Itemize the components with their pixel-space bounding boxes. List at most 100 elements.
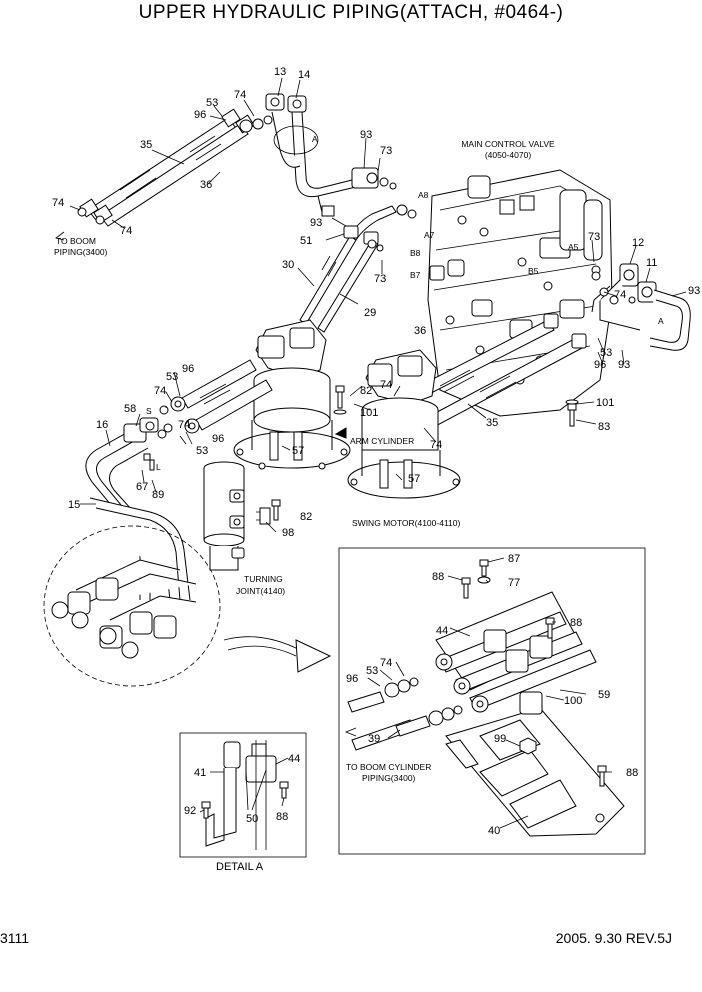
callout-labels: 13 14 74 96 53 35 36 74 74 93 73 93 51 3… xyxy=(52,66,700,837)
port-a8: A8 xyxy=(418,190,429,200)
callout-14: 14 xyxy=(298,69,310,81)
callout-96: 96 xyxy=(346,673,358,685)
callout-87: 87 xyxy=(508,553,520,565)
callout-93: 93 xyxy=(360,129,372,141)
port-a-upper: A xyxy=(312,134,318,144)
callout-16: 16 xyxy=(96,419,108,431)
callout-35: 35 xyxy=(486,417,498,429)
swing-motor-right xyxy=(347,349,461,499)
callout-53: 53 xyxy=(206,97,218,109)
callout-93: 93 xyxy=(310,217,322,229)
port-b5: B5 xyxy=(528,266,539,276)
note-to-boom-cylinder: TO BOOM CYLINDER xyxy=(346,762,431,772)
callout-74: 74 xyxy=(380,657,392,669)
callout-83: 83 xyxy=(598,421,610,433)
callout-57: 57 xyxy=(408,473,420,485)
callout-93: 93 xyxy=(618,359,630,371)
port-l: L xyxy=(156,462,161,472)
callout-40: 40 xyxy=(488,825,500,837)
callout-77: 77 xyxy=(508,577,520,589)
callout-74: 74 xyxy=(234,89,246,101)
callout-96: 96 xyxy=(594,359,606,371)
callout-59: 59 xyxy=(598,689,610,701)
swing-motor-left xyxy=(233,319,351,470)
port-a7: A7 xyxy=(424,230,435,240)
callout-35: 35 xyxy=(140,139,152,151)
detail-circle xyxy=(43,525,332,687)
callout-74: 74 xyxy=(120,225,132,237)
turning-joint xyxy=(203,461,271,571)
note-to-boom-piping: TO BOOM xyxy=(56,236,96,246)
callout-73: 73 xyxy=(374,273,386,285)
callout-39: 39 xyxy=(368,733,380,745)
callout-30: 30 xyxy=(282,259,294,271)
callout-96: 96 xyxy=(212,433,224,445)
callout-89: 89 xyxy=(152,489,164,501)
hose-assembly-35-36 xyxy=(77,108,273,227)
pipe-fittings-13-14 xyxy=(265,93,397,217)
pipe-bundle-15-16 xyxy=(85,417,191,601)
callout-36: 36 xyxy=(414,325,426,337)
callout-74: 74 xyxy=(380,379,392,391)
callout-53: 53 xyxy=(196,445,208,457)
callout-41: 41 xyxy=(194,767,206,779)
callout-98: 98 xyxy=(282,527,294,539)
note-to-boom-piping-code: PIPING(3400) xyxy=(54,247,108,257)
note-turning-joint: TURNING xyxy=(244,574,283,584)
pipes-29-30 xyxy=(299,204,417,333)
port-a-right: A xyxy=(658,316,664,326)
callout-44: 44 xyxy=(288,753,300,765)
callout-53: 53 xyxy=(366,665,378,677)
port-b7: B7 xyxy=(410,270,421,280)
callout-29: 29 xyxy=(364,307,376,319)
callout-74: 74 xyxy=(154,385,166,397)
note-main-control-valve-code: (4050-4070) xyxy=(485,150,531,160)
callout-36: 36 xyxy=(200,179,212,191)
arrow-arm-cylinder xyxy=(334,427,347,439)
callout-67: 67 xyxy=(136,481,148,493)
page-number: 3111 xyxy=(0,930,30,946)
callout-93: 93 xyxy=(688,285,700,297)
callout-74: 74 xyxy=(178,419,190,431)
hoses-96-53-middle xyxy=(159,359,273,434)
arrow-to-boom-cylinder xyxy=(344,727,357,737)
callout-13: 13 xyxy=(274,66,286,78)
note-to-boom-cylinder-code: PIPING(3400) xyxy=(362,773,416,783)
page-title: UPPER HYDRAULIC PIPING(ATTACH, #0464-) xyxy=(138,2,564,23)
port-a5: A5 xyxy=(568,242,579,252)
pipes-11-12 xyxy=(591,263,691,351)
callout-73: 73 xyxy=(588,231,600,243)
callout-11: 11 xyxy=(646,257,657,269)
callout-50: 50 xyxy=(246,813,258,825)
callout-96: 96 xyxy=(182,363,194,375)
detail-box-right xyxy=(338,547,646,855)
note-turning-joint-code: JOINT(4140) xyxy=(236,586,285,596)
callout-88: 88 xyxy=(626,767,638,779)
callout-99: 99 xyxy=(494,733,506,745)
callout-101: 101 xyxy=(596,397,614,409)
callout-82: 82 xyxy=(360,385,372,397)
callout-74: 74 xyxy=(614,289,626,301)
callout-82: 82 xyxy=(300,511,312,523)
callout-15: 15 xyxy=(68,499,80,511)
port-b8: B8 xyxy=(410,248,421,258)
note-arm-cylinder: ARM CYLINDER xyxy=(350,436,414,446)
callout-12: 12 xyxy=(632,237,644,249)
port-s: S xyxy=(146,406,152,416)
note-swing-motor: SWING MOTOR(4100-4110) xyxy=(352,518,460,528)
callout-73: 73 xyxy=(380,145,392,157)
callout-88: 88 xyxy=(276,811,288,823)
callout-74: 74 xyxy=(52,197,64,209)
revision-date: 2005. 9.30 REV.5J xyxy=(555,930,672,946)
callout-101: 101 xyxy=(360,407,378,419)
callout-100: 100 xyxy=(564,695,582,707)
note-main-control-valve: MAIN CONTROL VALVE xyxy=(461,139,555,149)
callout-88: 88 xyxy=(570,617,582,629)
leader-lines xyxy=(69,77,687,829)
callout-58: 58 xyxy=(124,403,136,415)
callout-96: 96 xyxy=(194,109,206,121)
note-detail-a: DETAIL A xyxy=(216,861,264,873)
callout-51: 51 xyxy=(300,235,312,247)
callout-74: 74 xyxy=(430,439,442,451)
